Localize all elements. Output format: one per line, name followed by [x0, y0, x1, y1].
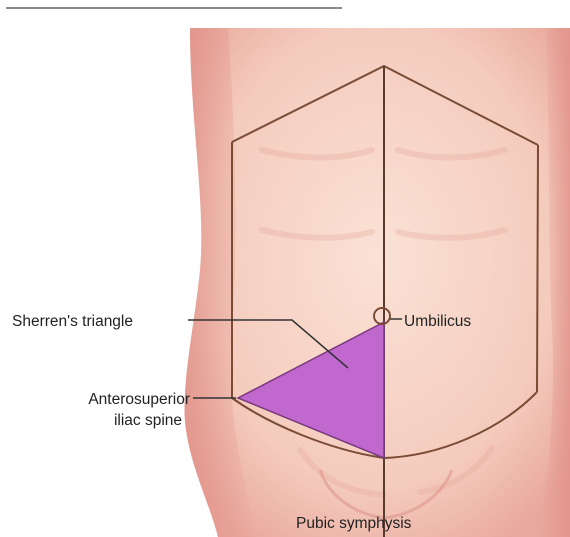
anterosuperior-label: Anterosuperior	[88, 391, 190, 408]
umbilicus-label: Umbilicus	[404, 313, 471, 330]
iliac-spine-label: iliac spine	[114, 412, 182, 429]
torso-skin	[185, 28, 570, 537]
pubic-symphysis-label: Pubic symphysis	[296, 515, 412, 532]
sherrens-triangle-label: Sherren's triangle	[12, 313, 133, 330]
